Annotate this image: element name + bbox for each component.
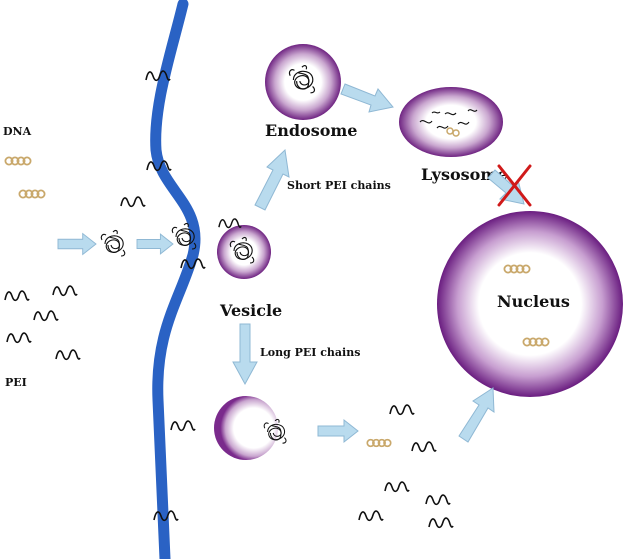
arrow-to-polyplex <box>57 233 97 255</box>
pei-chain <box>55 349 81 361</box>
pei-chain <box>4 290 30 302</box>
arrow-to-nucleus <box>458 387 495 443</box>
arrow-vesicle-to-rupture <box>232 323 258 386</box>
cytoplasm-pei-chain <box>428 517 454 529</box>
dna-strand <box>4 156 32 166</box>
arrow-endosome-to-lysosome <box>340 83 394 113</box>
cell-membrane <box>150 0 201 559</box>
pei-chain <box>120 196 146 208</box>
arrow-to-membrane <box>136 233 174 255</box>
nucleus-label: Nucleus <box>497 292 570 311</box>
dna-strand <box>18 189 46 199</box>
short-chains-label: Short PEI chains <box>287 179 391 192</box>
long-chains-label: Long PEI chains <box>260 346 360 359</box>
lysosome <box>399 87 503 157</box>
cytoplasm-dna <box>366 438 392 448</box>
endosome-label: Endosome <box>265 121 357 140</box>
pei-chain <box>52 285 78 297</box>
ruptured-vesicle <box>214 396 292 460</box>
polyplex-complex <box>100 229 126 257</box>
lysosome-fragments <box>419 109 478 129</box>
cytoplasm-pei-chain <box>358 510 384 522</box>
arrow-release <box>317 419 359 443</box>
cytoplasm-pei-chain <box>425 494 451 506</box>
cytoplasm-pei-chain <box>389 404 415 416</box>
membrane-pei-chain <box>170 420 196 432</box>
cytoplasm-pei-chain <box>384 481 410 493</box>
lysosome-dna-fragments <box>446 127 460 137</box>
arrow-vesicle-to-endosome <box>254 148 290 211</box>
vesicle-label: Vesicle <box>219 301 282 320</box>
blocked-cross <box>497 164 532 207</box>
cytoplasm-pei-chain <box>411 441 437 453</box>
endosome <box>265 44 341 120</box>
dna-label: DNA <box>3 125 32 138</box>
lysosome-label: Lysosome <box>421 165 507 184</box>
pei-chain <box>33 310 59 322</box>
vesicle <box>217 225 271 279</box>
pei-chain <box>6 332 32 344</box>
pei-label: PEI <box>5 376 27 389</box>
nucleus <box>437 211 623 397</box>
